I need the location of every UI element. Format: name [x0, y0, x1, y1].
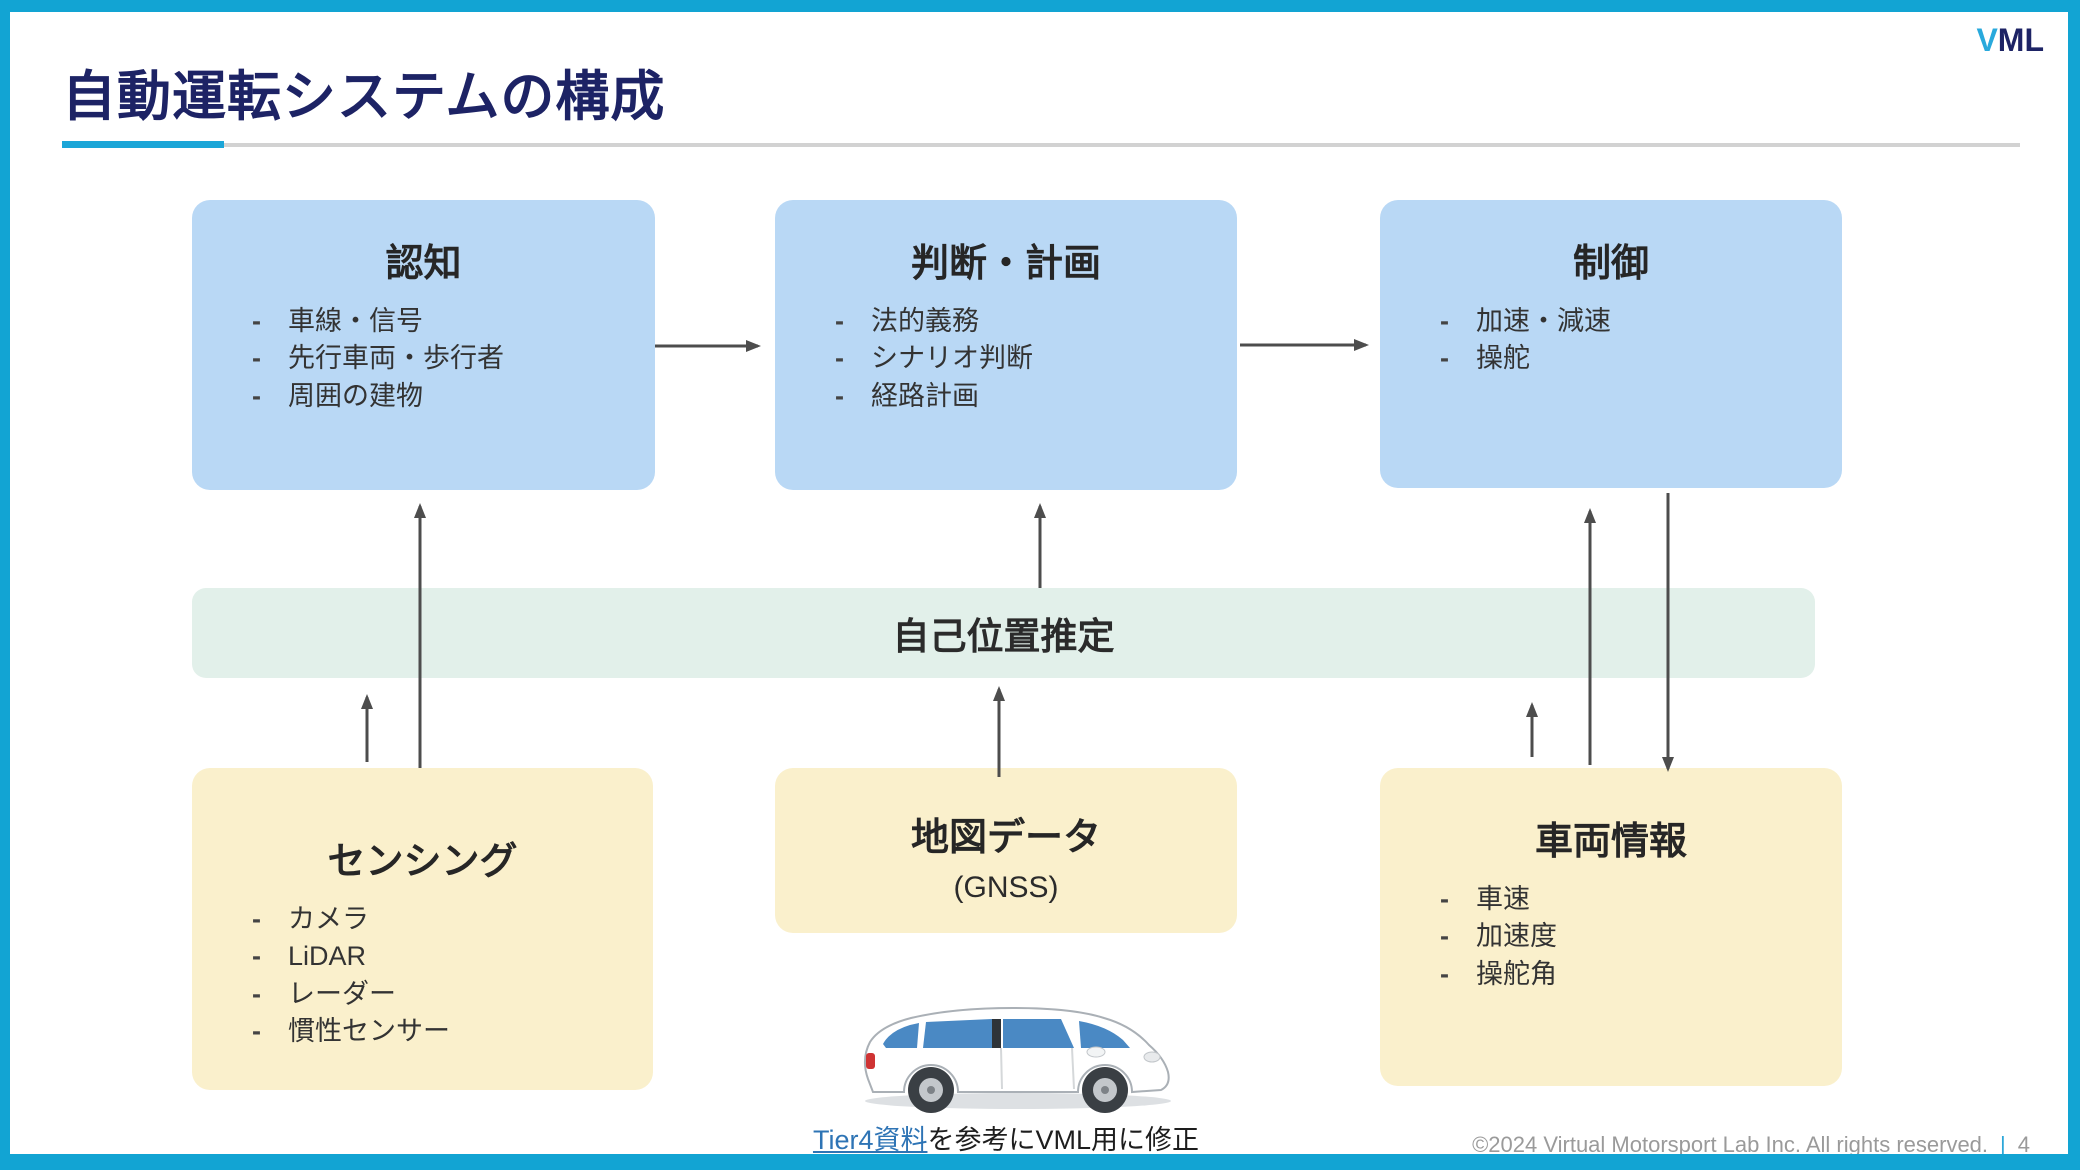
list-item-label: 操舵角: [1476, 958, 1557, 989]
page-title: 自動運転システムの構成: [62, 67, 666, 127]
vml-logo-v: V: [1976, 22, 1998, 58]
list-item-label: 加速度: [1476, 921, 1557, 952]
list-item-label: 車速: [1476, 884, 1530, 914]
list-item: -カメラ: [252, 901, 653, 938]
control-box-title: 制御: [1572, 243, 1649, 285]
bullet-dash: -: [252, 978, 261, 1009]
source-caption: Tier4資料を参考にVML用に修正: [700, 1118, 1312, 1157]
list-item: -車線・信号: [252, 303, 655, 340]
page-number: 4: [2017, 1132, 2030, 1157]
list-item-label: 経路計画: [871, 380, 979, 411]
list-item-label: 車線・信号: [288, 306, 423, 336]
list-item: -レーダー: [252, 976, 653, 1013]
title-underline-rule: [224, 143, 2020, 147]
bullet-dash: -: [1440, 306, 1449, 336]
list-item: -シナリオ判断: [835, 340, 1237, 377]
list-item: -経路計画: [835, 378, 1237, 415]
list-item-label: 先行車両・歩行者: [288, 343, 504, 374]
list-item: -加速・減速: [1440, 303, 1842, 340]
list-item-label: LiDAR: [288, 941, 367, 972]
copyright-text: ©2024 Virtual Motorsport Lab Inc. All ri…: [1472, 1132, 1989, 1157]
bullet-dash: -: [835, 343, 844, 374]
planning-list: -法的義務 -シナリオ判断 -経路計画: [775, 303, 1237, 415]
bullet-dash: -: [252, 380, 261, 411]
caption-text: を参考にVML用に修正: [927, 1125, 1200, 1155]
bullet-dash: -: [1440, 343, 1449, 374]
bullet-dash: -: [252, 1015, 261, 1046]
list-item-label: シナリオ判断: [871, 343, 1033, 374]
bullet-dash: -: [1440, 884, 1449, 914]
list-item-label: 加速・減速: [1476, 306, 1611, 336]
car-illustration: [864, 1006, 1171, 1113]
vehicle-info-list: -車速 -加速度 -操舵角: [1380, 881, 1842, 993]
tier4-source-link[interactable]: Tier4資料: [812, 1125, 928, 1155]
footer-separator: |: [2000, 1132, 2006, 1157]
vehicle-info-box-title: 車両情報: [1534, 821, 1687, 863]
bullet-dash: -: [252, 941, 261, 972]
vehicle-info-box: 車両情報 -車速 -加速度 -操舵角: [1380, 768, 1842, 1086]
title-underline-accent: [62, 141, 224, 148]
bullet-dash: -: [835, 306, 844, 336]
map-data-box-title: 地図データ: [910, 817, 1101, 859]
list-item: -操舵: [1440, 340, 1842, 377]
bullet-dash: -: [1440, 921, 1449, 952]
list-item: -法的義務: [835, 303, 1237, 340]
planning-box-title: 判断・計画: [910, 243, 1101, 285]
list-item-label: 周囲の建物: [288, 380, 423, 411]
list-item-label: 慣性センサー: [288, 1015, 450, 1046]
localization-band: 自己位置推定: [192, 588, 1815, 678]
control-list: -加速・減速 -操舵: [1380, 303, 1842, 378]
localization-band-title: 自己位置推定: [892, 616, 1115, 657]
map-data-box-subtitle: (GNSS): [953, 871, 1059, 904]
list-item: -操舵角: [1440, 956, 1842, 993]
list-item-label: 法的義務: [871, 306, 979, 336]
list-item: -加速度: [1440, 918, 1842, 955]
recognition-box: 認知 -車線・信号 -先行車両・歩行者 -周囲の建物: [192, 200, 655, 490]
bullet-dash: -: [252, 306, 261, 336]
list-item-label: カメラ: [288, 904, 369, 934]
list-item: -周囲の建物: [252, 378, 655, 415]
list-item: -慣性センサー: [252, 1013, 653, 1050]
map-data-box: 地図データ (GNSS): [775, 768, 1237, 933]
sensing-box: センシング -カメラ -LiDAR -レーダー -慣性センサー: [192, 768, 653, 1090]
recognition-list: -車線・信号 -先行車両・歩行者 -周囲の建物: [192, 303, 655, 415]
list-item-label: レーダー: [288, 978, 396, 1009]
vml-logo-ml: ML: [1997, 22, 2044, 58]
sensing-list: -カメラ -LiDAR -レーダー -慣性センサー: [192, 901, 653, 1050]
bullet-dash: -: [1440, 958, 1449, 989]
recognition-box-title: 認知: [385, 243, 462, 285]
vml-logo: VML: [1976, 22, 2044, 59]
bullet-dash: -: [252, 904, 261, 934]
list-item: -先行車両・歩行者: [252, 340, 655, 377]
bullet-dash: -: [835, 380, 844, 411]
list-item: -LiDAR: [252, 938, 653, 975]
footer: ©2024 Virtual Motorsport Lab Inc. All ri…: [1472, 1132, 2030, 1158]
planning-box: 判断・計画 -法的義務 -シナリオ判断 -経路計画: [775, 200, 1237, 490]
list-item-label: 操舵: [1476, 343, 1530, 374]
list-item: -車速: [1440, 881, 1842, 918]
bullet-dash: -: [252, 343, 261, 374]
sensing-box-title: センシング: [327, 841, 518, 883]
control-box: 制御 -加速・減速 -操舵: [1380, 200, 1842, 488]
